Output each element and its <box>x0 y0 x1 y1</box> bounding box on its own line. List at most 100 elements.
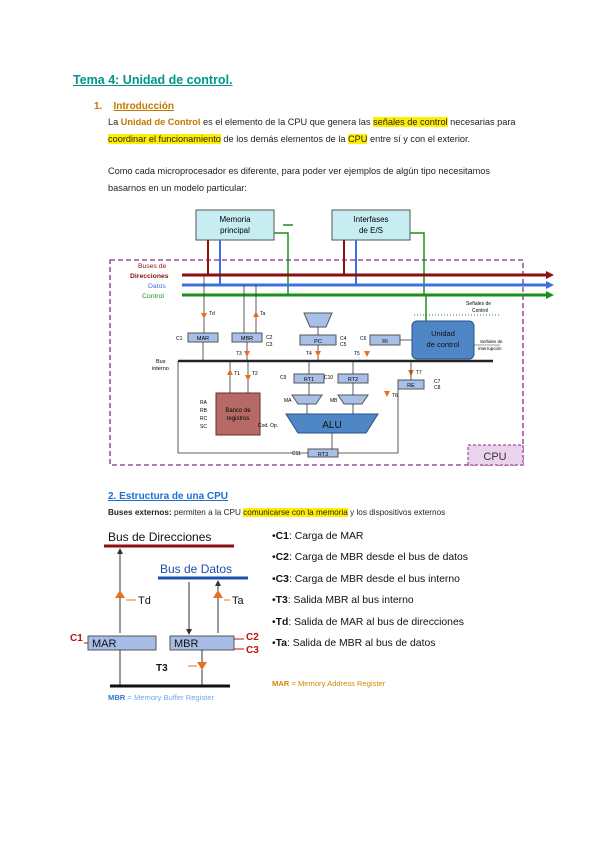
control-unit-label-2: de control <box>427 340 460 349</box>
td-label: Td <box>209 311 215 317</box>
c1-label: C1 <box>176 336 183 342</box>
signal-code: C2 <box>275 552 289 564</box>
c2-text: C2 <box>246 632 259 643</box>
highlight-coordinar: coordinar el funcionamiento <box>108 133 221 144</box>
list-item: •C1: Carga de MAR <box>272 531 364 542</box>
text-run: necesarias para <box>447 117 516 127</box>
t1-label: T1 <box>234 371 240 377</box>
rt2-label: RT2 <box>348 377 358 383</box>
cpu-frame <box>109 259 524 466</box>
cpu-label-box <box>467 444 524 466</box>
mbr-label: MBR <box>241 336 253 342</box>
c6-label: C6 <box>360 336 367 342</box>
c9-label: C9 <box>280 375 287 381</box>
c7-label: C7 <box>434 379 441 385</box>
mb-label: MB <box>330 398 338 404</box>
t3-text: T3 <box>156 663 168 674</box>
highlight-unidad-control: Unidad de Control <box>120 117 201 127</box>
list-item: •C2: Carga de MBR desde el bus de datos <box>272 552 468 564</box>
t5-label: T5 <box>354 351 360 357</box>
rt3-label: RT3 <box>318 452 328 458</box>
sc-label: SC <box>200 424 207 430</box>
mux-b <box>337 394 369 405</box>
text-run: de los demás elementos de la <box>220 133 349 144</box>
t6-label: T6 <box>392 393 398 399</box>
t3-label: T3 <box>236 351 242 357</box>
rb-label: RB <box>200 408 208 414</box>
rc-label: RC <box>200 416 208 422</box>
c3-label: C3 <box>266 342 273 348</box>
memory-box <box>195 209 275 241</box>
senales-label-1: Señales de <box>466 301 491 307</box>
register-bank-label-2: registros <box>226 416 249 422</box>
list-item: •Td: Salida de MAR al bus de direcciones <box>272 616 464 628</box>
section-number: 1. <box>94 101 103 112</box>
signal-text: : Carga de MAR <box>288 531 364 542</box>
signal-code: C3 <box>275 573 289 585</box>
mbr-definition-text: = Memory Buffer Register <box>125 693 214 702</box>
pc-label: PC <box>314 339 322 345</box>
mar-abbr: MAR <box>272 679 290 688</box>
page-title: Tema 4: Unidad de control. <box>73 73 233 87</box>
cpu-label: CPU <box>483 451 506 463</box>
ta-text: Ta <box>232 595 245 607</box>
signal-text: : Salida de MAR al bus de direcciones <box>288 616 464 628</box>
text-run: y los dispositivos externos <box>347 508 446 517</box>
mux-a <box>291 394 323 405</box>
senales-label-2: Control <box>472 308 488 314</box>
mbr-definition: MBR = Memory Buffer Register <box>108 693 214 702</box>
bus-interno-label-1: Bus <box>156 359 166 365</box>
highlight-memoria: comunicarse con la memoria <box>243 508 348 517</box>
bus-datos-label: Bus de Datos <box>160 562 232 576</box>
bus-interno-label-2: interno <box>152 366 169 372</box>
c10-label: C10 <box>324 375 333 381</box>
rt1-label: RT1 <box>304 377 314 383</box>
io-label-2: de E/S <box>359 226 383 235</box>
t2-label: T2 <box>252 371 258 377</box>
mar-label: MAR <box>197 336 209 342</box>
text-run: es el elemento de la CPU que genera las <box>200 117 374 127</box>
io-label-1: Interfases <box>353 215 388 224</box>
mbr-text: MBR <box>174 638 199 650</box>
text-run: La <box>108 117 121 127</box>
external-bus-diagram: Bus de Direcciones Bus de Datos Td Ta MA… <box>70 530 259 688</box>
c8-label: C8 <box>434 385 441 391</box>
section-title: Introducción <box>113 101 175 112</box>
signal-text: : Carga de MBR desde el bus interno <box>288 573 460 585</box>
signal-text: : Salida MBR al bus interno <box>287 595 414 607</box>
signal-text: : Salida de MBR al bus de datos <box>287 638 436 650</box>
c1-text: C1 <box>70 633 83 644</box>
list-item: •Ta: Salida de MBR al bus de datos <box>272 638 436 650</box>
c11-label: C11 <box>292 451 301 457</box>
signal-code: Td <box>275 616 289 628</box>
intro-paragraph: La Unidad de Control es el elemento de l… <box>108 114 538 147</box>
codop-label: Cod. Op. <box>258 423 278 429</box>
mbr-abbr: MBR <box>108 693 126 702</box>
ma-label: MA <box>284 398 292 404</box>
bext-bold: Buses externos: <box>108 508 172 517</box>
ri-label: RI <box>382 339 388 345</box>
control-unit-box <box>411 320 475 360</box>
alu-box <box>285 413 379 434</box>
c3-text: C3 <box>246 645 259 656</box>
c4-label: C4 <box>340 336 347 342</box>
signal-code: T3 <box>275 595 288 607</box>
label-datos: Datos <box>148 283 166 290</box>
interr-label-1: Señales de <box>480 339 503 344</box>
text-run: permiten a la CPU <box>171 508 244 517</box>
cpu-model-diagram: CPU Memoria principal Interfases de E/S … <box>109 209 554 466</box>
section-heading-intro: 1. Introducción <box>94 101 174 112</box>
c5-label: C5 <box>340 342 347 348</box>
c2-label: C2 <box>266 335 273 341</box>
mar-text: MAR <box>92 638 117 650</box>
list-item: •C3: Carga de MBR desde el bus interno <box>272 573 460 585</box>
section-heading-structure: 2. Estructura de una CPU <box>108 491 229 502</box>
memory-label-1: Memoria <box>219 215 251 224</box>
signal-text: : Carga de MBR desde el bus de datos <box>288 552 468 564</box>
t4-label: T4 <box>306 351 312 357</box>
text-run: entre sí y con el exterior. <box>367 133 471 144</box>
signal-code: Ta <box>275 638 287 650</box>
highlight-senales: señales de control <box>373 117 448 127</box>
t7-label: T7 <box>416 370 422 376</box>
bus-dir-label: Bus de Direcciones <box>108 530 211 544</box>
